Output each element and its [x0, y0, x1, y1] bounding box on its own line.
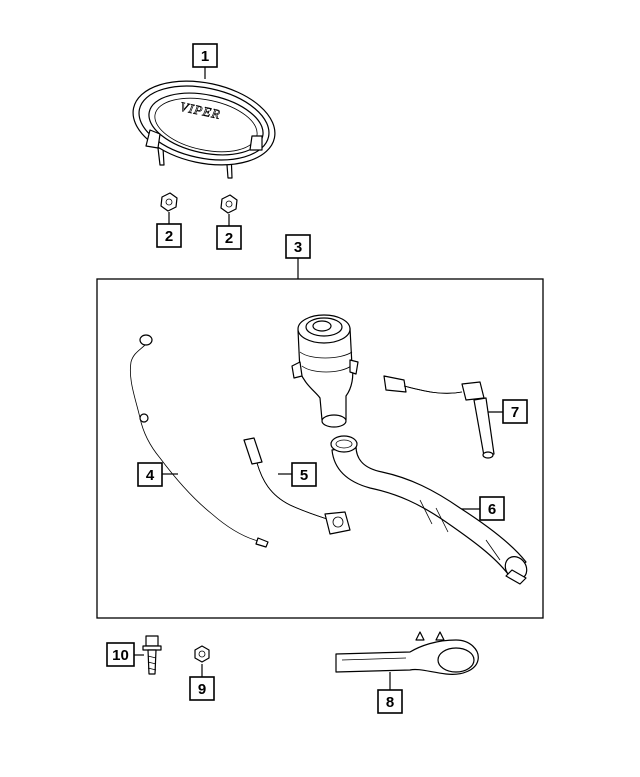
- filler-hose-part: [330, 435, 528, 585]
- callout-1: 1: [192, 43, 218, 68]
- callout-2-right: 2: [216, 225, 242, 250]
- vent-tube-part: [383, 375, 495, 459]
- callout-7: 7: [502, 399, 528, 424]
- callout-1-label: 1: [201, 48, 209, 65]
- callout-4-label: 4: [146, 467, 155, 484]
- filler-neck-housing-part: [291, 314, 359, 428]
- callout-7-label: 7: [511, 404, 519, 421]
- nut-small-part: [194, 645, 210, 663]
- callout-2-left-label: 2: [165, 228, 173, 245]
- callout-4: 4: [137, 462, 163, 487]
- filler-bracket-part: [335, 631, 479, 675]
- callout-9: 9: [189, 676, 215, 701]
- callout-10-label: 10: [112, 647, 129, 664]
- callout-9-label: 9: [198, 681, 206, 698]
- fuel-door-cap-part: VIPER: [132, 80, 276, 179]
- bolt-part: [142, 635, 162, 675]
- callout-5-label: 5: [300, 467, 308, 484]
- callout-8-label: 8: [386, 694, 394, 711]
- nut-left-part: [160, 192, 178, 212]
- callout-8: 8: [377, 689, 403, 714]
- callout-10: 10: [106, 642, 135, 667]
- callout-3-label: 3: [294, 239, 302, 256]
- callout-2-left: 2: [156, 223, 182, 248]
- assembly-frame: [96, 278, 544, 619]
- vapor-line-part: [243, 437, 351, 535]
- callout-6-label: 6: [488, 501, 496, 518]
- callout-3: 3: [285, 234, 311, 259]
- callout-6: 6: [479, 496, 505, 521]
- callout-2-right-label: 2: [225, 230, 233, 247]
- callout-5: 5: [291, 462, 317, 487]
- ground-wire-part: [129, 334, 269, 548]
- nut-right-part: [220, 194, 238, 214]
